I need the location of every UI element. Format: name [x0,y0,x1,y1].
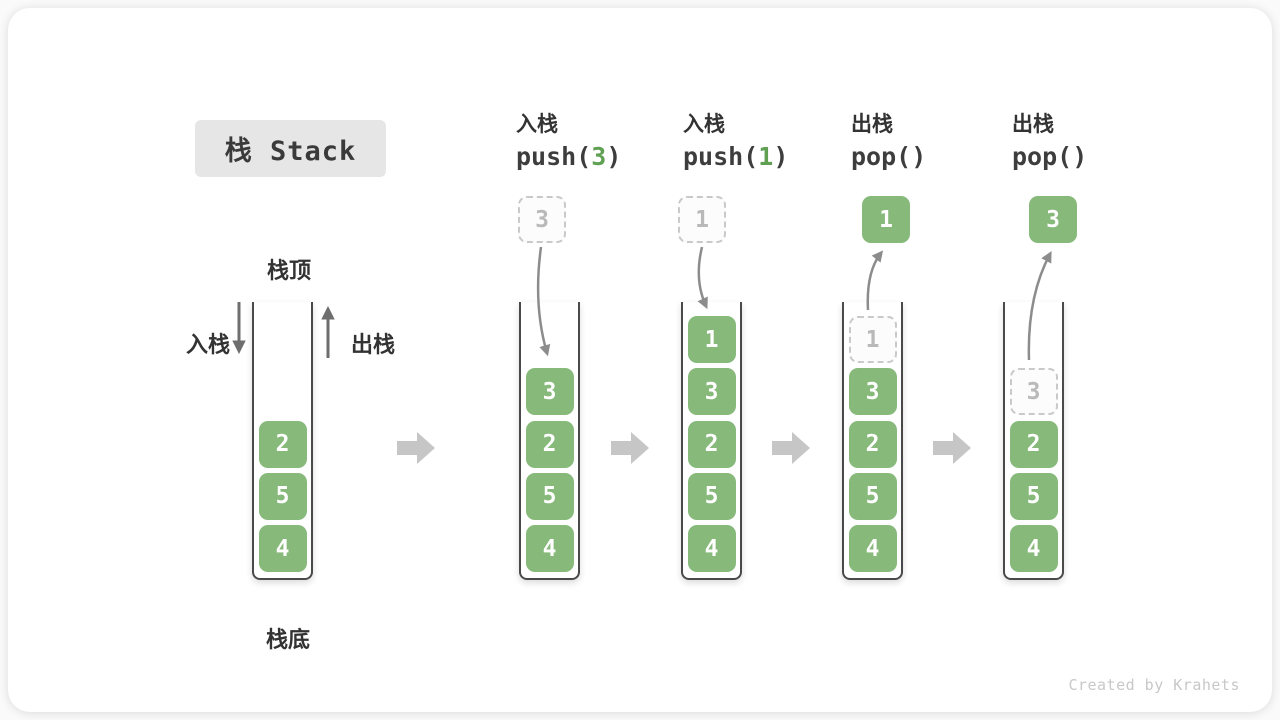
stack-cell: 3 [525,368,574,416]
operation-label: 入栈 [516,112,558,136]
floating-cell-popped: 3 [1029,196,1077,243]
pop-side-label: 出栈 [351,333,396,358]
stack-cell: 2 [687,420,736,468]
stack-container [519,302,580,580]
operation-code-post: ) [606,142,622,171]
stack-cell: 2 [848,420,897,468]
operation-code-arg: 3 [591,142,607,171]
stack-cell: 2 [525,420,574,468]
stack-cell-ghost: 3 [1009,368,1058,416]
floating-cell-incoming: 3 [518,196,566,243]
push-1-arrow-icon [697,246,708,310]
stack-cell: 5 [687,472,736,520]
operation-code: push(3) [516,142,621,171]
stack-cell: 5 [258,472,307,520]
stack-cell: 2 [258,420,307,468]
stack-cell: 4 [258,525,307,572]
stack-cell: 5 [525,472,574,520]
stack-cell-ghost: 1 [848,316,897,363]
operation-label: 入栈 [683,112,725,136]
diagram-title-text: 栈 Stack [224,136,357,167]
operation-code-post: ) [1072,142,1088,171]
operation-code: pop() [1012,142,1087,171]
stack-cell: 4 [525,525,574,572]
stack-container [842,302,903,580]
floating-cell-incoming: 1 [678,196,726,243]
stack-cell: 3 [687,368,736,416]
step-arrow-icon [397,432,435,464]
step-arrow-icon [772,432,810,464]
stack-cell: 5 [848,472,897,520]
operation-code-post: ) [911,142,927,171]
arrows-overlay [232,246,1052,464]
push-side-label: 入栈 [186,333,231,358]
step-arrow-icon [611,432,649,464]
watermark: Created by Krahets [1068,676,1240,694]
stack-cell: 4 [848,525,897,572]
step-arrow-icon [933,432,971,464]
operation-code: push(1) [683,142,788,171]
operation-code-pre: push( [516,142,592,171]
operation-code-arg: 1 [758,142,774,171]
operation-label: 出栈 [1012,112,1054,136]
stack-cell: 4 [1009,525,1058,572]
operation-code: pop() [851,142,926,171]
stack-container [681,302,742,580]
operation-code-pre: push( [683,142,759,171]
stack-container [1003,302,1064,580]
stack-top-label: 栈顶 [267,259,312,284]
stack-cell: 2 [1009,420,1058,468]
stack-cell: 1 [687,316,736,363]
operation-code-pre: pop( [851,142,912,171]
operation-code-pre: pop( [1012,142,1073,171]
diagram-title: 栈 Stack [195,120,386,177]
stack-cell: 5 [1009,472,1058,520]
floating-cell-popped: 1 [862,196,910,243]
stack-container [252,302,313,580]
stack-bottom-label: 栈底 [266,628,311,653]
operation-label: 出栈 [851,112,893,136]
operation-code-post: ) [773,142,789,171]
stack-cell: 4 [687,525,736,572]
stack-cell: 3 [848,368,897,416]
